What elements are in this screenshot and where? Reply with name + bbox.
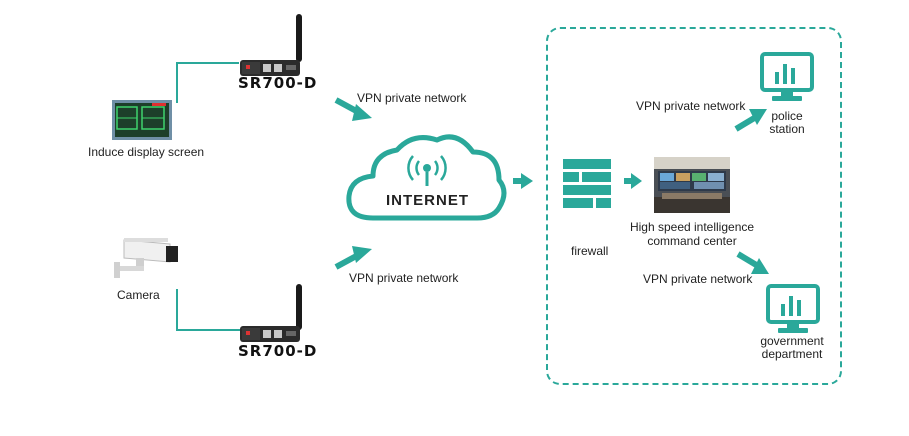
router-label: SR700-D xyxy=(238,74,318,92)
firewall-label: firewall xyxy=(571,244,609,258)
camera-image xyxy=(110,236,182,280)
vpn-label: VPN private network xyxy=(636,99,746,113)
arrow-icon xyxy=(334,243,374,271)
vpn-label: VPN private network xyxy=(357,91,467,105)
arrow-icon xyxy=(334,96,374,124)
private-network-region xyxy=(546,27,842,385)
arrow-icon xyxy=(513,173,533,189)
command-center-image xyxy=(654,157,730,213)
command-center-label-line1: High speed intelligence xyxy=(629,220,755,234)
display-screen-image xyxy=(112,100,172,140)
monitor-icon xyxy=(760,52,814,101)
police-station-monitor xyxy=(760,52,814,104)
internet-label: INTERNET xyxy=(386,192,469,209)
router-device-top xyxy=(238,12,310,78)
router-icon xyxy=(240,14,302,76)
connector-line xyxy=(176,62,178,103)
cloud-icon xyxy=(346,134,507,221)
firewall-icon xyxy=(563,159,611,208)
police-station-label-line2: station xyxy=(769,122,805,136)
command-center-label-line2: command center xyxy=(647,234,737,248)
router-icon xyxy=(240,284,302,342)
vpn-label: VPN private network xyxy=(349,271,459,285)
government-label-line2: department xyxy=(761,347,823,361)
monitor-icon xyxy=(766,284,820,333)
police-station-label-line1: police xyxy=(771,109,803,123)
connector-line xyxy=(176,329,240,331)
government-monitor xyxy=(766,284,820,336)
arrow-icon xyxy=(624,173,642,189)
display-screen-icon xyxy=(112,100,172,140)
internet-cloud xyxy=(343,130,507,228)
router-device-bottom xyxy=(238,282,310,346)
router-label: SR700-D xyxy=(238,342,318,360)
arrow-icon xyxy=(734,106,768,132)
connector-line xyxy=(176,289,178,331)
arrow-icon xyxy=(736,251,770,277)
camera-label: Camera xyxy=(117,288,160,302)
connector-line xyxy=(176,62,239,64)
firewall-image xyxy=(561,157,613,209)
command-center-icon xyxy=(654,157,730,213)
vpn-label: VPN private network xyxy=(643,272,753,286)
camera-icon xyxy=(114,238,178,278)
government-label-line1: government xyxy=(760,334,824,348)
display-screen-label: Induce display screen xyxy=(88,145,205,159)
